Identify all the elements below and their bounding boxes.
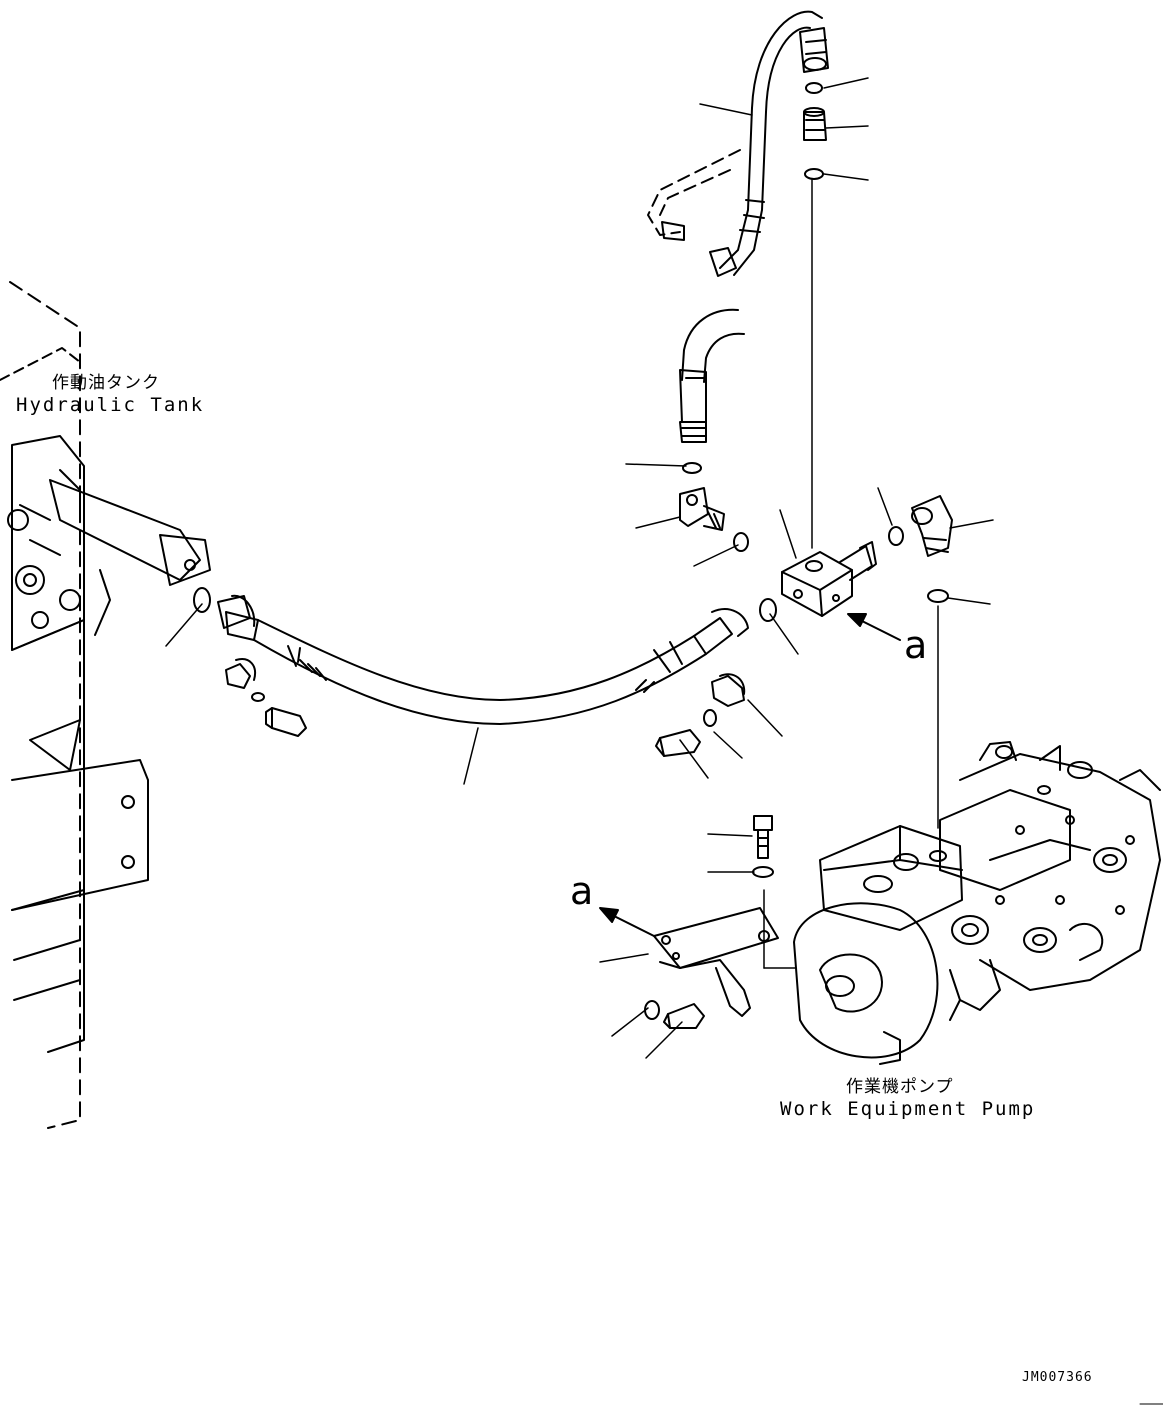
bracket-bolt-lower <box>664 1004 704 1028</box>
nipple-top <box>804 108 826 140</box>
view-letter-upper: a <box>904 623 928 667</box>
view-letter-lower: a <box>570 869 594 913</box>
view-arrow-upper <box>848 614 900 640</box>
hydraulic-tank-label-en: Hydraulic Tank <box>16 394 205 416</box>
elbow-fitting-right <box>889 496 952 602</box>
upper-hose <box>710 12 828 276</box>
phantom-hose <box>648 150 740 235</box>
split-flange-right <box>656 674 744 756</box>
work-equipment-pump <box>794 742 1160 1064</box>
bracket-bolt-upper <box>753 816 773 877</box>
view-arrow-lower <box>600 908 654 936</box>
pump-label-jp: 作業機ポンプ <box>846 1077 954 1097</box>
bracket <box>654 908 778 1016</box>
leader-lines <box>166 78 993 1058</box>
o-ring-2 <box>805 169 823 179</box>
manifold-block <box>782 542 876 616</box>
elbow-fitting-left <box>680 463 724 530</box>
drawing-id: JM007366 <box>1022 1370 1093 1385</box>
tank-o-ring <box>194 588 210 612</box>
pump-label-en: Work Equipment Pump <box>780 1098 1036 1120</box>
bracket-washer <box>645 1001 659 1019</box>
o-ring-block <box>760 599 776 621</box>
phantom-fitting <box>662 222 684 240</box>
split-flange-left <box>226 659 306 736</box>
suction-hose-upper <box>680 310 744 442</box>
main-suction-hose <box>218 596 748 724</box>
hydraulic-tank <box>0 282 210 1128</box>
o-ring-top <box>806 83 822 93</box>
o-ring-left <box>734 533 748 551</box>
hydraulic-tank-label-jp: 作動油タンク <box>52 373 160 393</box>
